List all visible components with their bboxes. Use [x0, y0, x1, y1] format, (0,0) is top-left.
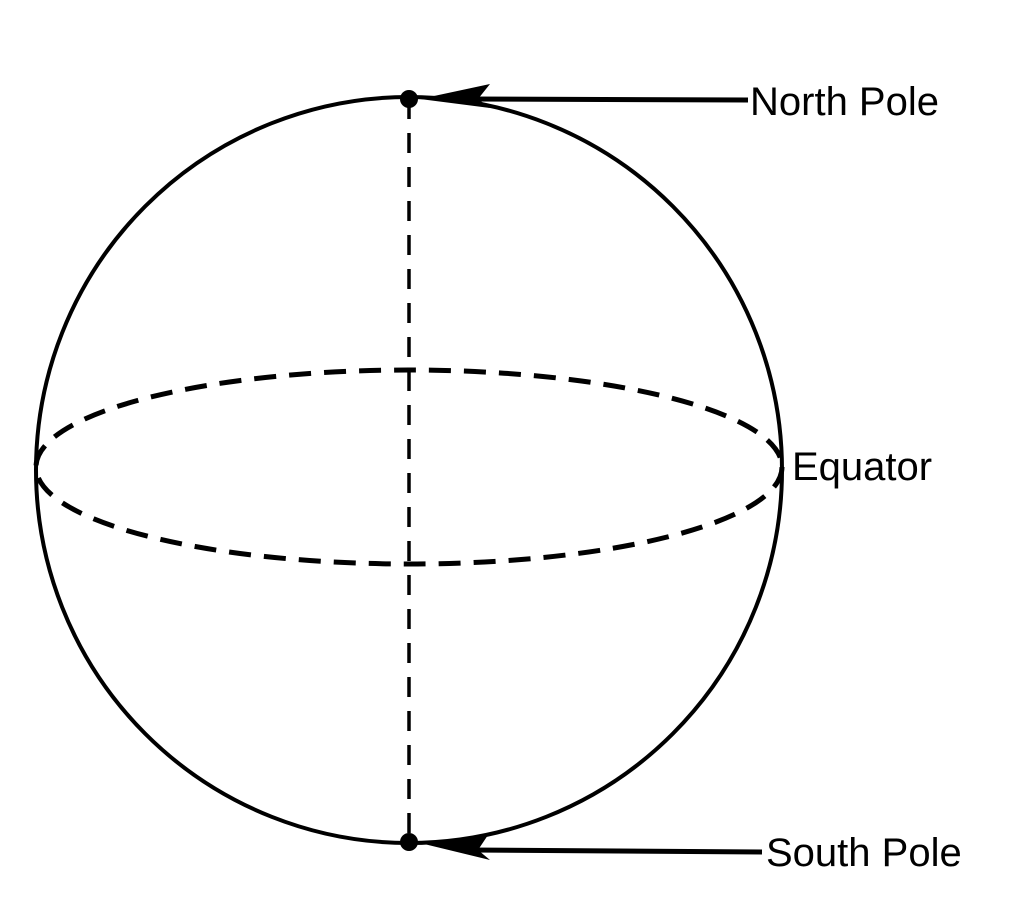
north-pole-point: [400, 90, 418, 108]
south-pole-label: South Pole: [766, 831, 962, 875]
arrowhead-icon: [420, 835, 490, 860]
equator-label: Equator: [792, 445, 932, 489]
north-pole-arrow: [420, 84, 749, 108]
north-pole-label: North Pole: [750, 80, 939, 124]
equator-ellipse: [33, 367, 785, 567]
south-pole-point: [400, 833, 418, 851]
arrowhead-icon: [420, 84, 490, 108]
south-pole-arrow: [420, 835, 763, 860]
